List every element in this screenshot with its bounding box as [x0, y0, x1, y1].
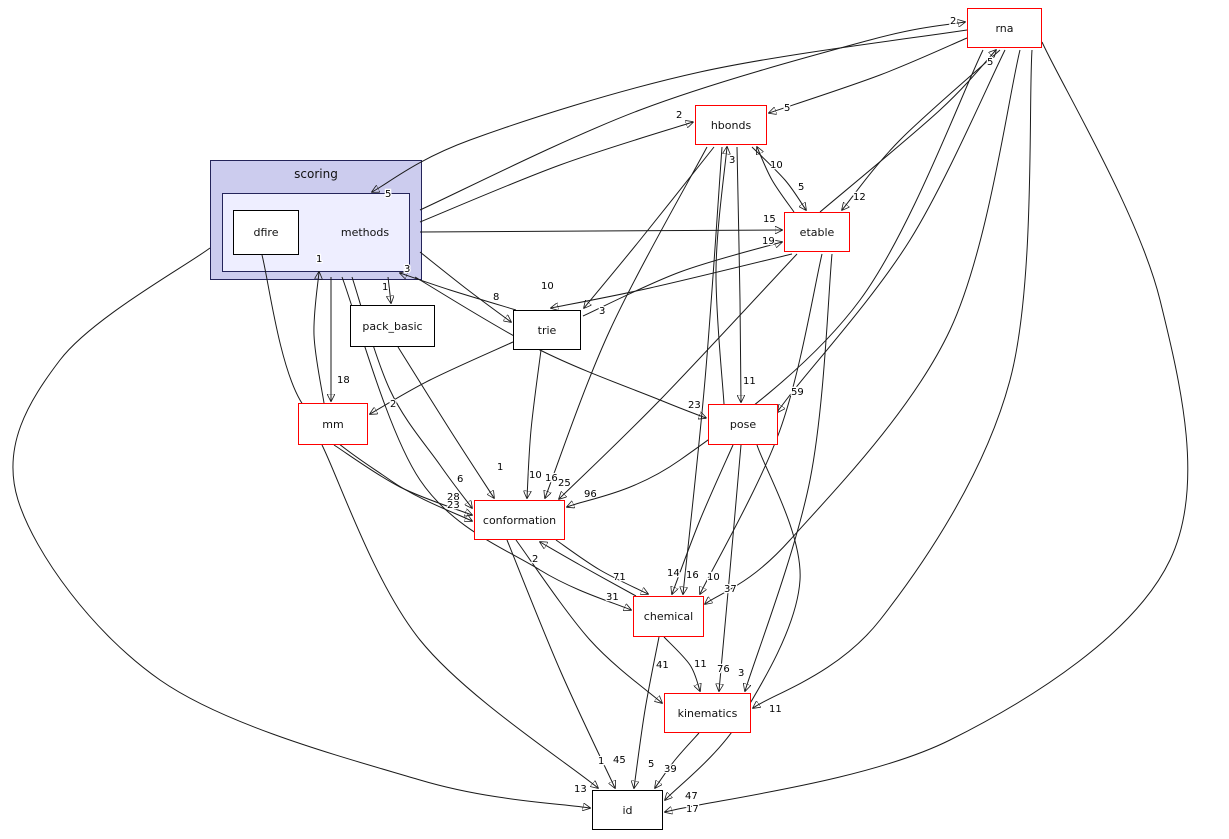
edge-label-hbonds-to-etable: 5	[798, 182, 804, 193]
edge-label-chemical-to-kinematics: 11	[694, 659, 707, 670]
edge-label-mm-to-conformation: 28	[447, 492, 460, 503]
edge-label-methods-to-conformation: 6	[457, 474, 463, 485]
cluster-scoring-label: scoring	[294, 167, 338, 181]
edge-label-methods-to-pack_basic: 1	[382, 282, 388, 293]
edge-label-pack_basic-to-conformation: 1	[497, 462, 503, 473]
edge-label-etable-to-conformation: 25	[558, 478, 571, 489]
edge-label-rna-to-conformation: 96	[584, 489, 597, 500]
edge-rna-to-hbonds	[769, 37, 968, 113]
edge-methods-to-hbonds	[419, 122, 693, 223]
edge-etable-to-rna	[819, 50, 996, 213]
node-chemical[interactable]: chemical	[633, 596, 704, 637]
edge-rna-to-methods	[372, 29, 968, 192]
edge-trie-to-conformation	[527, 349, 542, 498]
edge-label-rna-to-pose: 59	[791, 387, 804, 398]
edge-label-etable-to-kinematics: 3	[738, 668, 744, 679]
edge-label-trie-to-mm: 2	[390, 399, 396, 410]
edge-trie-to-mm	[370, 341, 514, 414]
node-conformation[interactable]: conformation	[474, 500, 565, 540]
edge-hbonds-to-trie	[584, 146, 715, 308]
edge-mm-to-methods	[313, 272, 325, 404]
edge-kinematics-to-id	[655, 732, 700, 788]
edge-label-kinematics-to-id: 39	[664, 764, 677, 775]
edge-methods-to-rna	[419, 22, 965, 211]
edge-label-rna-to-kinematics: 11	[769, 704, 782, 715]
node-dfire[interactable]: dfire	[233, 210, 299, 255]
edge-label-pose-to-id: 47	[685, 791, 698, 802]
edge-trie-to-etable	[582, 242, 782, 317]
edge-label-methods-to-pose: 23	[688, 400, 701, 411]
edge-etable-to-hbonds	[757, 147, 795, 213]
edge-label-hbonds-to-conformation: 16	[545, 473, 558, 484]
edge-methods-to-etable	[419, 230, 782, 232]
edge-label-conformation-to-kinematics: 41	[656, 660, 669, 671]
edge-etable-to-kinematics	[745, 253, 833, 691]
edge-hbonds-to-chemical	[683, 146, 723, 594]
edge-label-chemical-to-id: 5	[648, 759, 654, 770]
edge-label-dfire-to-conformation: 23	[447, 500, 460, 511]
edge-label-methods-to-id: 13	[574, 784, 587, 795]
edge-mm-to-conformation	[333, 444, 472, 515]
edge-label-etable-to-hbonds: 10	[770, 160, 783, 171]
edge-label-conformation-to-id: 45	[613, 755, 626, 766]
edge-conformation-to-chemical	[555, 539, 648, 594]
node-trie[interactable]: trie	[513, 310, 581, 350]
edge-chemical-to-conformation	[540, 542, 637, 597]
edge-label-etable-to-chemical: 10	[707, 572, 720, 583]
edge-label-hbonds-to-pose: 11	[743, 376, 756, 387]
node-methods: methods	[340, 225, 390, 239]
edge-label-rna-to-etable: 12	[853, 192, 866, 203]
edge-label-etable-to-rna: 5	[987, 57, 993, 68]
edge-conformation-to-id	[506, 539, 615, 788]
edge-rna-to-etable	[842, 49, 1001, 210]
edge-label-rna-to-chemical: 37	[724, 584, 737, 595]
edge-pose-to-kinematics	[719, 444, 742, 691]
edge-label-rna-to-hbonds: 5	[784, 103, 790, 114]
edge-label-rna-to-id: 17	[686, 804, 699, 815]
edge-label-methods-to-chemical: 31	[606, 592, 619, 603]
edge-dfire-to-conformation	[261, 254, 472, 521]
edge-label-methods-to-etable: 15	[763, 214, 776, 225]
edge-label-hbonds-to-trie: 3	[599, 306, 605, 317]
edge-label-trie-to-conformation: 10	[529, 470, 542, 481]
edge-group	[12, 22, 1189, 812]
edge-label-pose-to-hbonds: 3	[729, 155, 735, 166]
edge-pose-to-chemical	[672, 444, 734, 594]
node-etable[interactable]: etable	[784, 212, 850, 252]
node-kinematics[interactable]: kinematics	[664, 693, 751, 733]
edge-label-methods-to-mm: 18	[337, 375, 350, 386]
edge-label-chemical-to-conformation: 2	[532, 554, 538, 565]
node-hbonds[interactable]: hbonds	[695, 105, 767, 145]
edge-mm-to-id	[321, 444, 598, 788]
node-id[interactable]: id	[592, 790, 663, 830]
edge-label-pose-to-kinematics: 76	[717, 664, 730, 675]
edge-label-pose-to-chemical: 14	[667, 568, 680, 579]
edge-label-trie-to-etable: 19	[762, 236, 775, 247]
edge-label-etable-to-trie: 10	[541, 281, 554, 292]
edge-chemical-to-id	[634, 636, 660, 788]
edge-label-conformation-to-chemical: 71	[613, 572, 626, 583]
edge-pack_basic-to-conformation	[397, 346, 494, 498]
edge-etable-to-trie	[551, 253, 793, 308]
edge-label-methods-to-rna: 2	[950, 16, 956, 27]
edge-label-methods-to-trie: 8	[493, 292, 499, 303]
edge-hbonds-to-etable	[751, 146, 806, 210]
edge-label-methods-to-hbonds: 2	[676, 110, 682, 121]
edge-chemical-to-kinematics	[663, 636, 700, 691]
edge-hbonds-to-pose	[736, 146, 741, 402]
node-pack_basic[interactable]: pack_basic	[350, 305, 435, 347]
edge-rna-to-kinematics	[753, 49, 1033, 708]
node-rna[interactable]: rna	[967, 8, 1042, 48]
node-pose[interactable]: pose	[708, 404, 778, 445]
edge-methods-to-pack_basic	[388, 276, 391, 303]
edge-label-hbonds-to-chemical: 16	[686, 570, 699, 581]
edge-label-mm-to-id: 1	[598, 756, 604, 767]
edge-etable-to-conformation	[559, 253, 798, 499]
node-mm[interactable]: mm	[298, 403, 368, 445]
edge-pose-to-hbonds	[715, 147, 727, 405]
